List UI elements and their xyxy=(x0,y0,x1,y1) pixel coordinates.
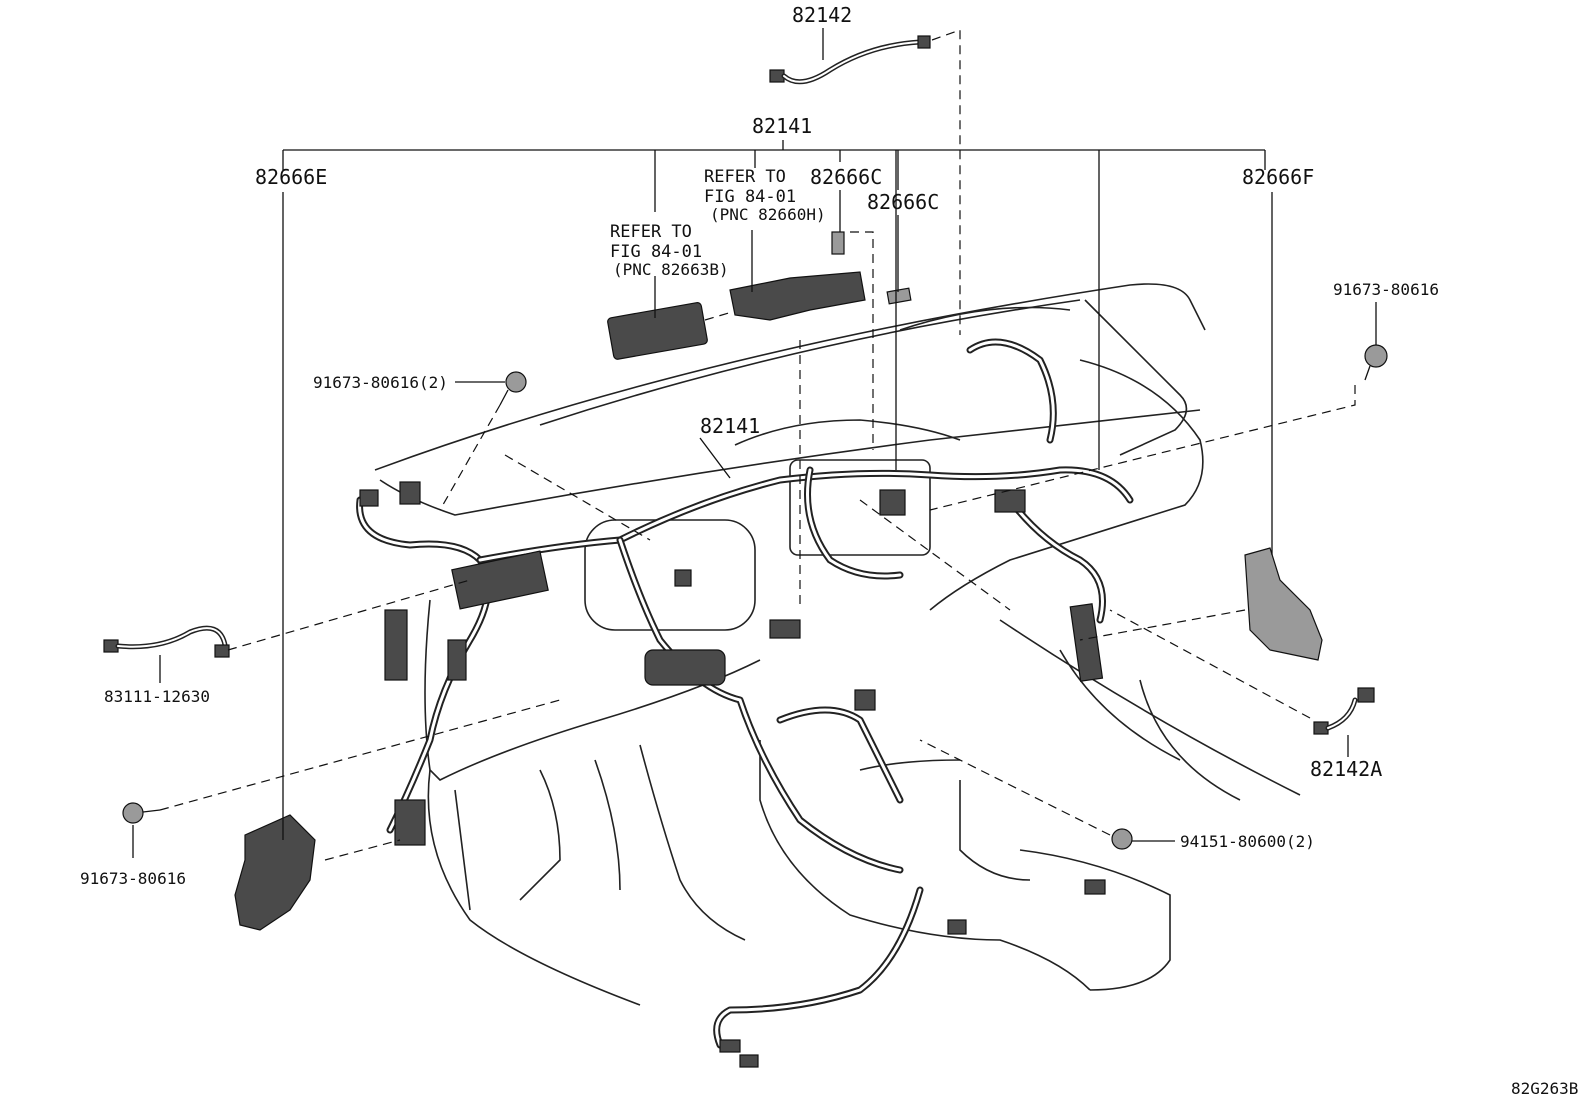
diagram-code: 82G263B xyxy=(1511,1079,1578,1098)
dashed-guides xyxy=(159,29,1356,861)
label-82141-mid: 82141 xyxy=(700,414,760,438)
wire-83111 xyxy=(103,625,230,658)
bolt-icon-right-upper xyxy=(1364,344,1388,381)
label-ref-right-3: (PNC 82660H) xyxy=(710,205,826,224)
label-ref-right-2: FIG 84-01 xyxy=(704,187,796,207)
clip-82666c-a xyxy=(831,231,845,255)
label-clip-right: 94151-80600(2) xyxy=(1180,832,1315,851)
label-82666e: 82666E xyxy=(255,165,327,189)
label-bolt-left-upper: 91673-80616(2) xyxy=(313,373,448,392)
label-ref-left-3: (PNC 82663B) xyxy=(613,260,729,279)
switch-82663b xyxy=(607,302,708,360)
label-82142: 82142 xyxy=(792,3,852,27)
bolt-icon-left-lower xyxy=(122,802,161,824)
label-82141-top: 82141 xyxy=(752,114,812,138)
leader-lines xyxy=(132,28,1377,858)
bracket-82666e xyxy=(234,814,316,931)
callout-labels: 82142 82141 82666E 82666F 82666C 82666C … xyxy=(80,3,1578,1098)
bracket-82666f xyxy=(1244,547,1323,661)
label-ref-left-1: REFER TO xyxy=(610,222,692,242)
label-82666c-a: 82666C xyxy=(810,165,882,189)
clip-82666c-b xyxy=(886,287,912,305)
clip-icon-right xyxy=(1111,828,1133,850)
switch-82660h xyxy=(729,271,866,321)
bolt-icon-left-upper xyxy=(499,371,527,406)
label-bolt-left-lower: 91673-80616 xyxy=(80,869,186,888)
label-wire-left: 83111-12630 xyxy=(104,687,210,706)
label-bolt-right-upper: 91673-80616 xyxy=(1333,280,1439,299)
label-82666c-b: 82666C xyxy=(867,190,939,214)
wire-82142a xyxy=(1313,687,1375,735)
label-ref-left-2: FIG 84-01 xyxy=(610,242,702,262)
label-82666f: 82666F xyxy=(1242,165,1314,189)
label-ref-right-1: REFER TO xyxy=(704,167,786,187)
wire-82142 xyxy=(769,35,931,85)
connectors xyxy=(359,481,1106,1068)
label-82142a: 82142A xyxy=(1310,757,1382,781)
